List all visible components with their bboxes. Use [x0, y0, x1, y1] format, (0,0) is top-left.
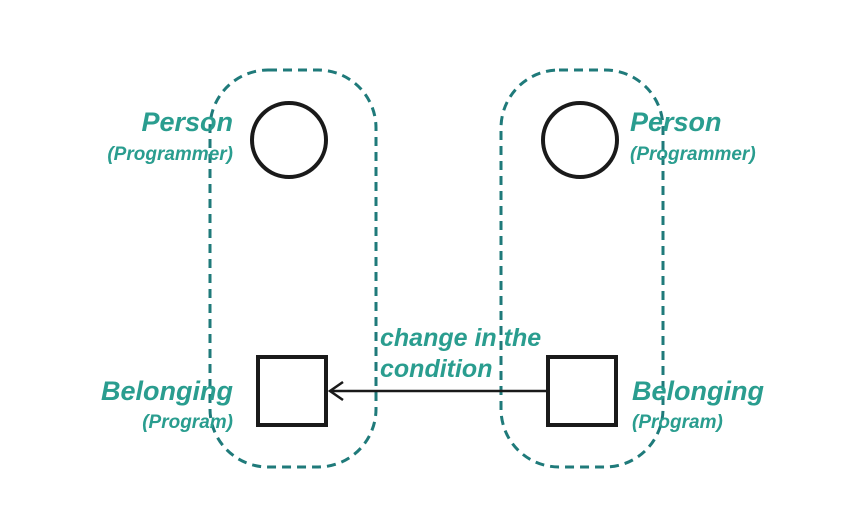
arrow-label-line2: condition — [380, 355, 492, 383]
arrow-label-line1: change in the — [380, 324, 541, 352]
left-belonging-node — [256, 355, 328, 427]
right-person-title: Person — [630, 107, 722, 137]
right-person-role: (Programmer) — [630, 144, 756, 165]
right-belonging-role: (Program) — [632, 412, 723, 433]
left-person-title: Person — [141, 107, 233, 137]
right-group-boundary — [499, 68, 665, 469]
left-belonging-title: Belonging — [101, 376, 233, 406]
left-person-role: (Programmer) — [107, 144, 233, 165]
right-belonging-node — [546, 355, 618, 427]
right-belonging-title: Belonging — [632, 376, 764, 406]
right-person-node — [541, 101, 619, 179]
left-belonging-role: (Program) — [142, 412, 233, 433]
left-person-node — [250, 101, 328, 179]
change-arrow-head — [327, 380, 344, 402]
